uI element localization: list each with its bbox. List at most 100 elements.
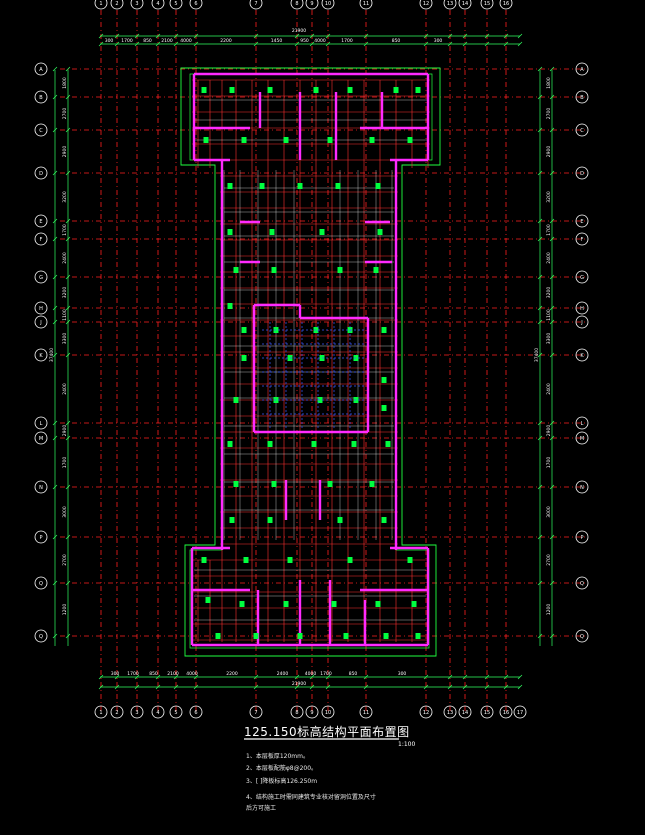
dimension-text-top: 850 [392,38,401,44]
dimension-tick [193,684,199,690]
dimension-text-top: 2100 [161,38,173,44]
dimension-tick [537,352,543,358]
axis-bubble-left-circle [34,166,48,180]
column [297,183,303,189]
axis-bubble-left-label: C [39,128,43,134]
dimension-text-right: 1800 [546,77,552,89]
axis-bubble-bottom-circle [359,705,373,719]
axis-bubble-left-circle [34,416,48,430]
shear-walls [190,72,430,647]
dimension-tick [52,319,58,325]
column [241,137,247,143]
dimension-text-left: 2900 [62,146,68,158]
dimension-text-top: 1450 [271,38,283,44]
dimension-text-left: 3300 [62,333,68,345]
axis-bubble-bottom-circle [443,705,457,719]
column [205,597,211,603]
dimension-tick [462,41,468,47]
axis-bubble-top-circle [151,0,165,10]
axis-bubble-bottom-circle [189,705,203,719]
column [381,517,387,523]
axis-bubble-right-circle [575,348,589,362]
axis-bubble-bottom-label: 14 [462,710,468,716]
dimension-tick [325,41,331,47]
dimension-text-bottom: 2200 [226,671,238,677]
dimension-tick [537,420,543,426]
dimension-tick [537,319,543,325]
dimension-tick [537,435,543,441]
column [227,303,233,309]
dimension-tick [65,274,71,280]
dimension-tick [517,684,523,690]
dimension-tick [549,127,555,133]
dimension-text-left: 1700 [62,457,68,469]
axis-bubble-right-label: N [580,485,584,491]
columns [201,87,421,639]
dimension-tick [193,674,199,680]
dimension-total-top: 21900 [292,28,306,34]
axis-bubble-right-circle [575,166,589,180]
axis-bubble-right-label: B [580,95,584,101]
dimension-tick [294,33,300,39]
dimension-tick [65,170,71,176]
note-3: 3、[ ]降板标高126.250m [246,778,318,785]
dimension-tick [423,33,429,39]
dimension-text-top: 300 [434,38,443,44]
axis-bubble-top-label: 12 [423,1,429,7]
dimension-tick [447,41,453,47]
axis-bubble-top-label: 11 [363,1,369,7]
dimension-text-top: 1700 [341,38,353,44]
dimension-tick [173,674,179,680]
axis-bubble-bottom-label: 15 [484,710,490,716]
dimension-tick [98,674,104,680]
dimension-tick [549,534,555,540]
axis-bubble-top-label: 3 [135,1,138,7]
dimension-tick [52,94,58,100]
dimension-tick [65,352,71,358]
dimension-tick [52,435,58,441]
axis-bubble-right-circle [575,301,589,315]
axis-bubble-top-label: 9 [310,1,313,7]
column [381,405,387,411]
dimension-tick [193,41,199,47]
dimension-tick [114,41,120,47]
axis-bubble-bottom-circle [321,705,335,719]
dimension-text-right: 2900 [546,146,552,158]
axis-bubble-top-label: 13 [447,1,453,7]
dimension-tick [484,41,490,47]
axis-bubble-bottom-label: 12 [423,710,429,716]
column [271,481,277,487]
dimension-tick [517,33,523,39]
axis-bubble-left-label: P [39,535,42,541]
dimension-tick [253,33,259,39]
axis-bubble-bottom-label: 16 [503,710,509,716]
dimension-tick [503,41,509,47]
note-2: 2、本层板配筋φ8@200。 [246,765,318,772]
note-4: 4、结构施工时需同建筑专业核对留洞位置及尺寸 [246,794,376,801]
dimension-tick [98,684,104,690]
axis-bubble-right-circle [575,232,589,246]
dimension-tick [134,41,140,47]
axis-bubble-bottom-circle [480,705,494,719]
axis-bubble-bottom-circle [110,705,124,719]
dimension-tick [193,33,199,39]
column [351,441,357,447]
dimension-text-left: 2900 [62,425,68,437]
column [375,183,381,189]
axis-bubble-right-label: K [580,353,584,359]
dimension-tick [155,674,161,680]
column [347,87,353,93]
column [271,267,277,273]
column [287,557,293,563]
dimension-text-right: 1700 [546,224,552,236]
column [377,229,383,235]
dimension-text-right: 1200 [546,604,552,616]
axis-bubble-right-label: A [580,67,584,73]
dimension-text-right: 3000 [546,506,552,518]
dimension-tick [253,41,259,47]
dimension-tick [537,274,543,280]
column [381,327,387,333]
dimension-text-top: 4000 [180,38,192,44]
dimension-tick [447,674,453,680]
dimension-tick [549,435,555,441]
